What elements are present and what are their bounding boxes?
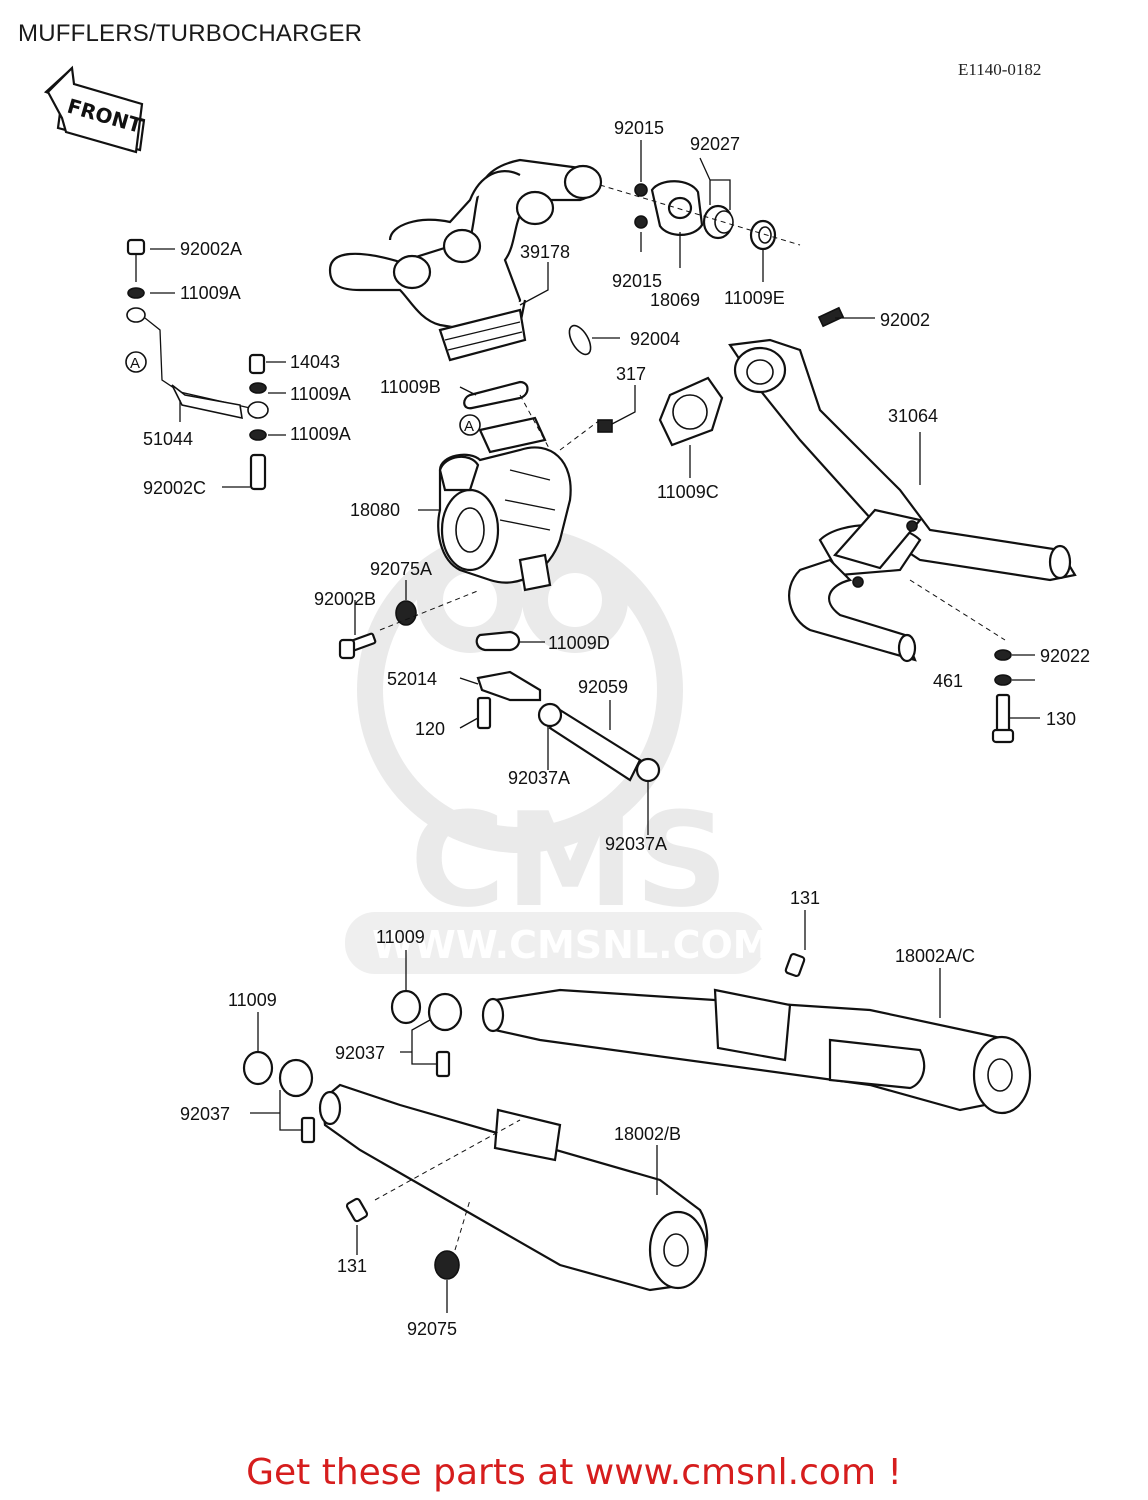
front-arrow-icon: FRONT	[43, 65, 146, 154]
callout-92002C[interactable]: 92002C	[143, 478, 206, 498]
bolt-131-bottom	[345, 1197, 369, 1223]
callout-11009B[interactable]: 11009B	[380, 377, 441, 397]
callout-92027[interactable]: 92027	[690, 134, 740, 154]
seal-92027	[702, 204, 734, 240]
gasket-11009C	[658, 376, 724, 447]
exhaust-pipe-31064	[728, 338, 1077, 663]
callout-39178[interactable]: 39178	[520, 242, 570, 262]
callout-92004[interactable]: 92004	[630, 329, 680, 349]
callout-92022[interactable]: 92022	[1040, 646, 1090, 666]
nut-317	[597, 419, 613, 433]
pipe-52014	[476, 670, 542, 702]
callout-31064[interactable]: 31064	[888, 406, 938, 426]
clamp-92037-left	[278, 1058, 316, 1144]
footer-cta-link[interactable]: Get these parts at www.cmsnl.com !	[246, 1452, 902, 1493]
callout-92037-left[interactable]: 92037	[180, 1104, 230, 1124]
callout-92015-bottom[interactable]: 92015	[612, 271, 662, 291]
callout-11009C[interactable]: 11009C	[657, 482, 719, 502]
callout-131-top[interactable]: 131	[790, 888, 820, 908]
callout-131-bottom[interactable]: 131	[337, 1256, 367, 1276]
callout-11009D[interactable]: 11009D	[548, 633, 610, 653]
callout-18080[interactable]: 18080	[350, 500, 400, 520]
callout-120[interactable]: 120	[415, 719, 445, 739]
callout-18002AC[interactable]: 18002A/C	[895, 946, 975, 966]
clamp-92037A-2	[635, 757, 661, 783]
diagram-code: E1140-0182	[958, 60, 1042, 79]
nut-92075	[434, 1250, 460, 1280]
page-title: MUFFLERS/TURBOCHARGER	[18, 20, 363, 47]
callout-11009A-1[interactable]: 11009A	[180, 283, 241, 303]
clamp-92037-right	[427, 992, 463, 1078]
gasket-11009-left	[242, 1050, 274, 1086]
gasket-11009E	[749, 219, 777, 251]
callout-11009E[interactable]: 11009E	[724, 288, 785, 308]
muffler-18002AC	[481, 988, 1032, 1115]
reference-marker-a-top	[125, 351, 147, 373]
callout-92037A-2[interactable]: 92037A	[605, 834, 667, 854]
reference-marker-a-turbo	[459, 414, 481, 436]
callout-92002B[interactable]: 92002B	[314, 589, 376, 609]
watermark-logo-text: CMS	[410, 784, 728, 936]
gasket-11009D	[475, 630, 521, 652]
nut-92015-top	[634, 183, 648, 197]
callout-18069[interactable]: 18069	[650, 290, 700, 310]
gasket-11009-right	[390, 989, 422, 1025]
callout-92037-right[interactable]: 92037	[335, 1043, 385, 1063]
callout-52014[interactable]: 52014	[387, 669, 437, 689]
reference-marker-a-turbo-label: A	[464, 418, 474, 435]
turbocharger-18080	[437, 416, 572, 592]
gasket-clip-92004	[568, 324, 592, 356]
callout-11009A-2[interactable]: 11009A	[290, 384, 351, 404]
callout-51044[interactable]: 51044	[143, 429, 193, 449]
callout-11009A-3[interactable]: 11009A	[290, 424, 351, 444]
callout-11009-right[interactable]: 11009	[376, 927, 425, 947]
bolt-120	[476, 696, 492, 730]
flange-18069	[650, 180, 704, 236]
nut-92075A	[395, 600, 417, 626]
leader-lines	[150, 140, 1040, 1313]
nut-92015-bottom	[634, 215, 648, 229]
callout-92075A[interactable]: 92075A	[370, 559, 432, 579]
watermark-url-band	[345, 912, 765, 974]
oil-line-51044	[126, 238, 269, 491]
callout-130[interactable]: 130	[1046, 709, 1076, 729]
callout-14043[interactable]: 14043	[290, 352, 340, 372]
callout-92002[interactable]: 92002	[880, 310, 930, 330]
bolt-92002	[817, 306, 845, 328]
callout-92002A[interactable]: 92002A	[180, 239, 242, 259]
bolt-130	[991, 693, 1015, 744]
part-callouts: 92015 92027 92002A 39178 92015 18069 110…	[143, 118, 1090, 1339]
reference-marker-a-top-label: A	[130, 355, 140, 372]
washer-461	[994, 674, 1012, 686]
exhaust-header-39178	[328, 158, 603, 362]
muffler-18002B	[318, 1083, 709, 1292]
watermark-url: WWW.CMSNL.COM	[372, 923, 771, 967]
bolt-92002B	[338, 632, 377, 660]
washer-92022	[994, 649, 1012, 661]
callout-92059[interactable]: 92059	[578, 677, 628, 697]
callout-461[interactable]: 461	[933, 671, 963, 691]
gasket-11009B	[463, 380, 529, 410]
callout-18002B[interactable]: 18002/B	[614, 1124, 681, 1144]
bolt-131-top	[784, 952, 806, 978]
clamp-92037A-1	[537, 702, 563, 728]
callout-92037A-1[interactable]: 92037A	[508, 768, 570, 788]
callout-92075[interactable]: 92075	[407, 1319, 457, 1339]
callout-11009-left[interactable]: 11009	[228, 990, 277, 1010]
callout-92015-top[interactable]: 92015	[614, 118, 664, 138]
callout-317[interactable]: 317	[616, 364, 646, 384]
